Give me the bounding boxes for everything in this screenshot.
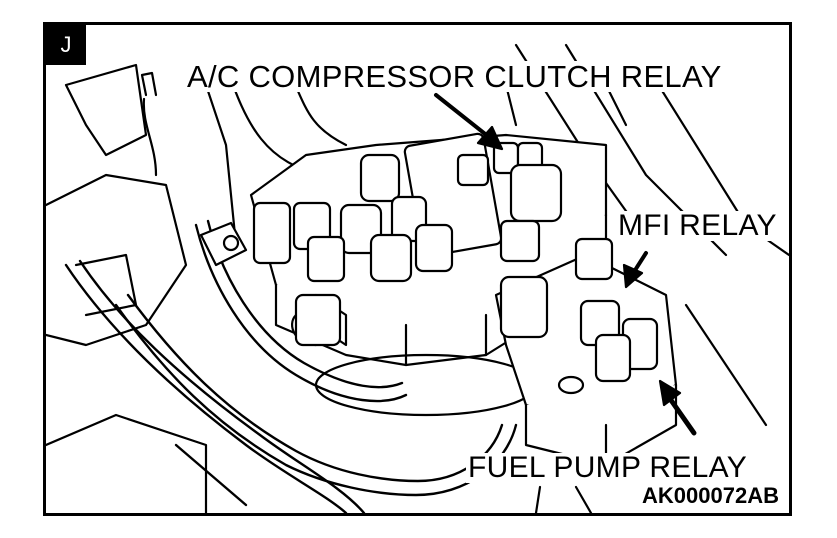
- mfi-relay-label: MFI RELAY: [616, 209, 779, 242]
- connector: [199, 221, 248, 267]
- section-badge: J: [46, 25, 86, 65]
- ac-compressor-clutch-relay-label: A/C COMPRESSOR CLUTCH RELAY: [184, 61, 725, 92]
- leader-arrows: [434, 93, 697, 436]
- relays: [252, 132, 659, 383]
- diagram-frame: J A/C COMPRESSOR CLUTCH RELAY MFI RELAY …: [43, 22, 792, 516]
- figure-code: AK000072AB: [640, 483, 781, 508]
- fuel-pump-relay-label: FUEL PUMP RELAY: [466, 451, 750, 484]
- bottom-lines: [534, 485, 593, 513]
- relay-box-illustration: [46, 43, 789, 513]
- hoses: [64, 219, 518, 513]
